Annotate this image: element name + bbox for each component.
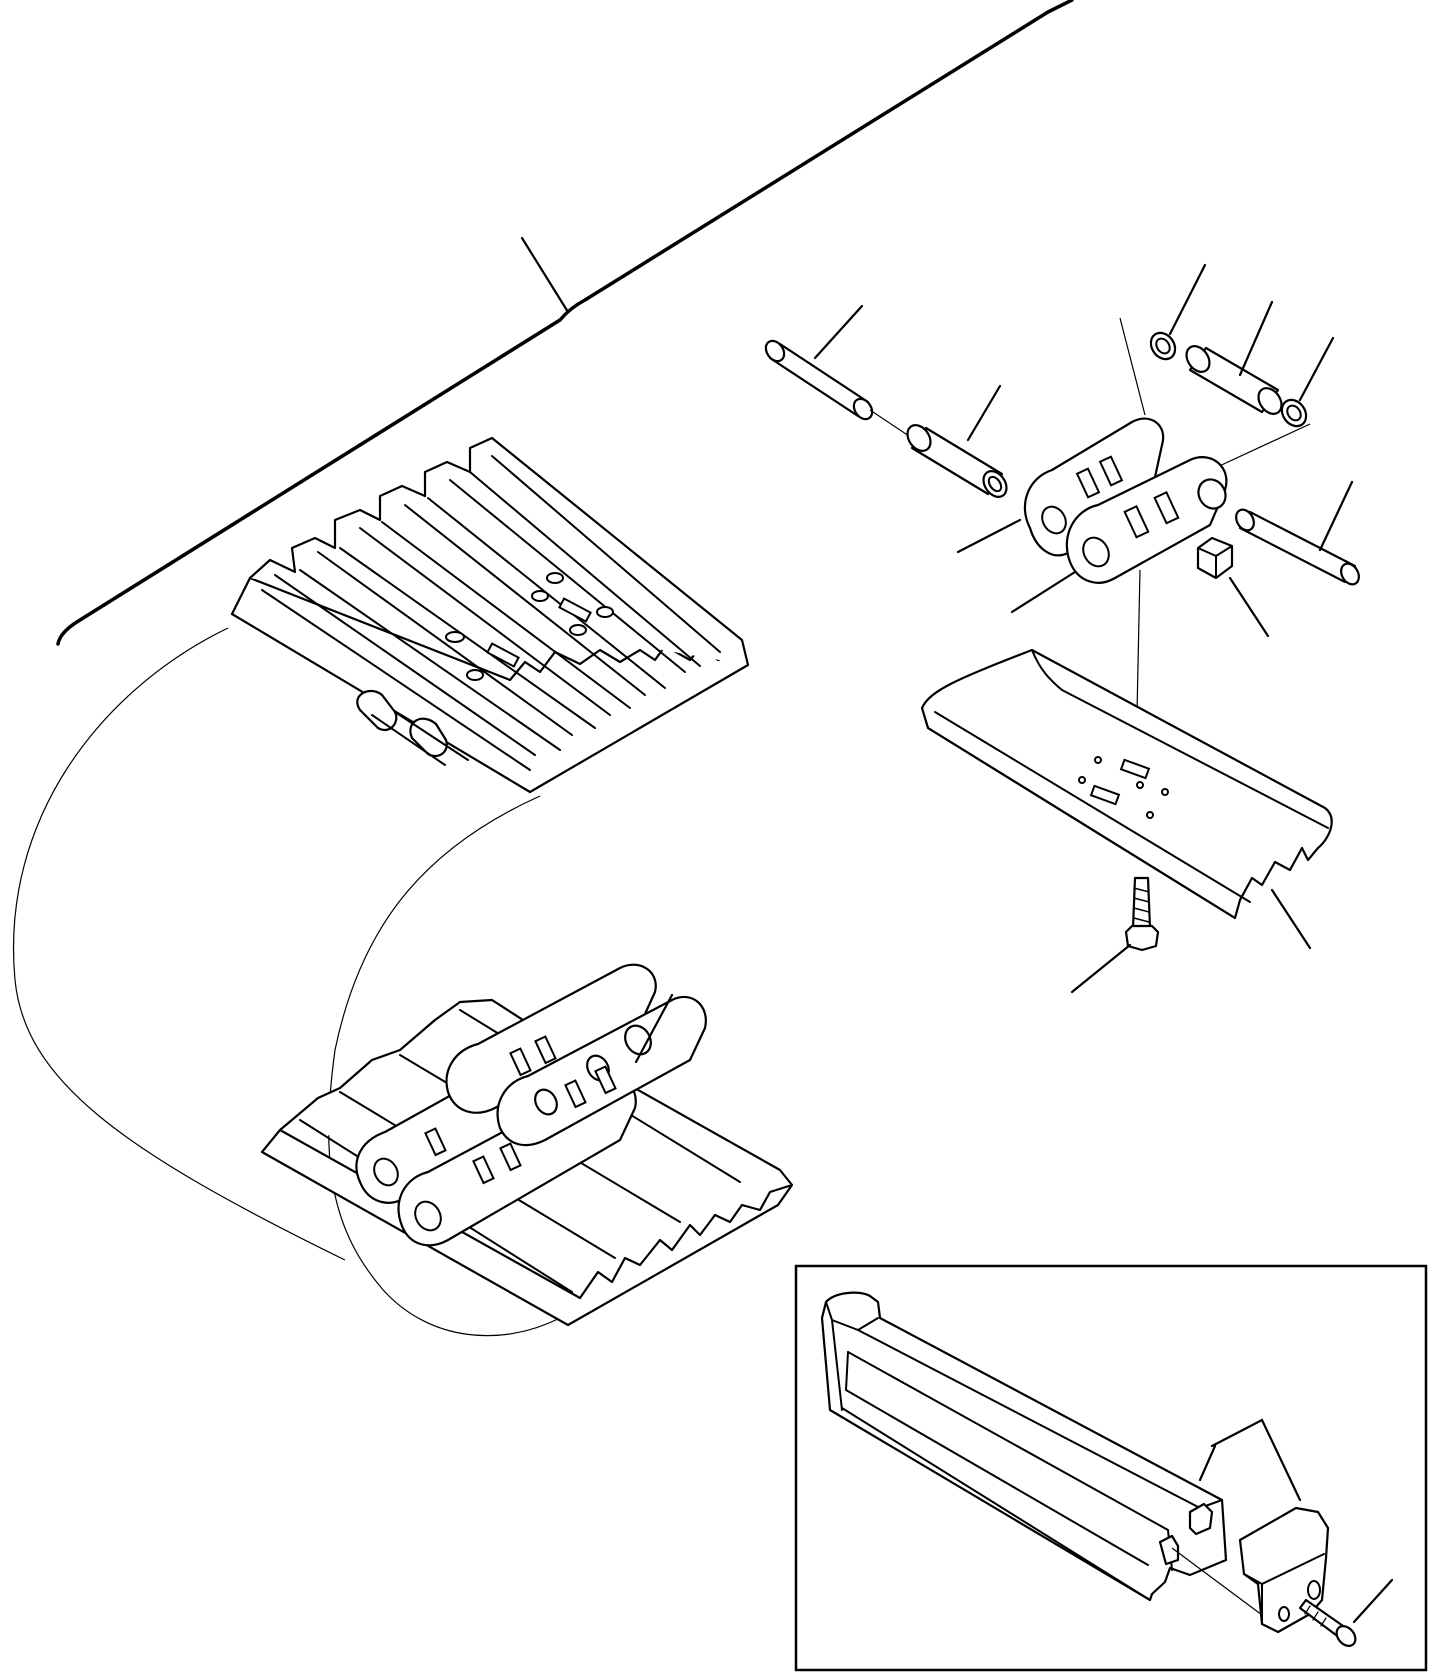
track-shoe-plate: [920, 648, 1333, 950]
chain-assembly: [260, 963, 794, 1327]
assembly-bracket: [56, 0, 1074, 646]
seal-ring-2: [1214, 336, 1335, 469]
track-bushing-left: [906, 384, 1008, 498]
track-pin-right: [1235, 480, 1360, 586]
inset-bolt: [1298, 1578, 1394, 1647]
track-link-pair: [956, 417, 1228, 614]
seal-ring-1: [1119, 263, 1207, 416]
inset-track-guard: [820, 1291, 1228, 1602]
track-bushing-right: [1185, 300, 1283, 415]
track-pin-left: [764, 304, 916, 441]
grouser-track-shoe: [230, 436, 750, 794]
shoe-bolt: [1070, 876, 1160, 994]
